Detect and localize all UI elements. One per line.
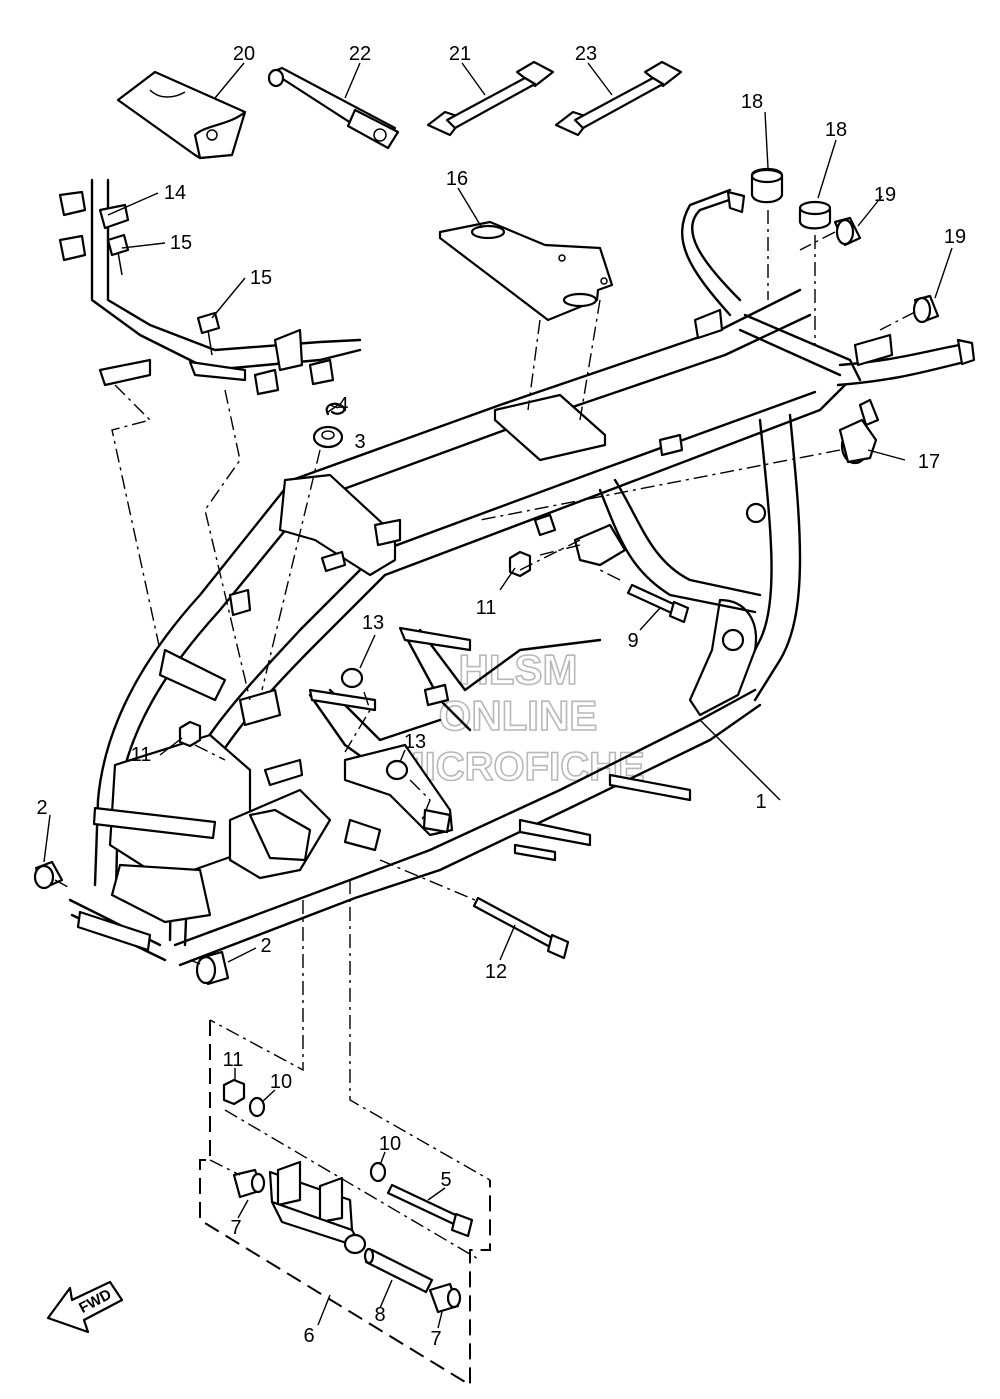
- callout-14: 14: [164, 182, 186, 204]
- callout-2a: 2: [36, 797, 47, 819]
- callout-23: 23: [575, 43, 597, 65]
- callout-8: 8: [374, 1304, 385, 1326]
- part-20-pouch: [116, 70, 247, 160]
- callout-16: 16: [446, 168, 468, 190]
- callout-18a: 18: [741, 91, 763, 113]
- watermark-line-1: HLSM: [459, 646, 578, 693]
- part-3-bearing: [312, 425, 344, 449]
- callout-7a: 7: [230, 1217, 241, 1239]
- part-18-grommet-a: [750, 167, 784, 204]
- part-19-cap-b: [912, 294, 940, 324]
- callout-labels: 20 22 21 23 16 18 18 19 19 17 14 15 15 4…: [36, 43, 966, 1350]
- callout-1: 1: [755, 791, 766, 813]
- callout-6: 6: [303, 1325, 314, 1347]
- callout-3: 3: [354, 431, 365, 453]
- callout-12: 12: [485, 961, 507, 983]
- part-2-cap-a: [33, 860, 64, 890]
- callout-21: 21: [449, 43, 471, 65]
- part-4-circlip: [325, 402, 346, 416]
- callout-11b: 11: [131, 744, 152, 766]
- callout-11c: 11: [223, 1049, 244, 1071]
- callout-20: 20: [233, 43, 255, 65]
- callout-9: 9: [627, 630, 638, 652]
- part-7-bushing-a: [232, 1168, 266, 1199]
- part-11-nut-c: [222, 1078, 246, 1106]
- part-15-bolt-b: [196, 311, 221, 356]
- part-9-bolt: [626, 583, 690, 624]
- callout-19a: 19: [874, 184, 896, 206]
- part-18-grommet-b: [798, 200, 832, 230]
- callout-2b: 2: [260, 935, 271, 957]
- part-13-damper-b: [385, 759, 409, 781]
- part-15-bolt-a: [106, 233, 130, 276]
- callout-17: 17: [918, 451, 940, 473]
- callout-4: 4: [337, 394, 348, 416]
- part-6-bracket: [268, 1160, 367, 1255]
- fwd-arrow: FWD: [46, 1280, 124, 1334]
- part-10-washer-b: [369, 1161, 387, 1183]
- callout-5: 5: [440, 1169, 451, 1191]
- callout-15a: 15: [170, 232, 192, 254]
- part-7-bushing-b: [428, 1282, 462, 1314]
- callout-15b: 15: [250, 267, 272, 289]
- part-8-collar: [363, 1247, 434, 1294]
- leader-lines: [43, 62, 953, 1329]
- part-11-nut-a: [508, 550, 532, 578]
- part-11-nut-b: [178, 720, 202, 748]
- callout-7b: 7: [430, 1328, 441, 1350]
- part-21-strap: [426, 60, 555, 137]
- part-17-clamp: [838, 398, 880, 465]
- callout-22: 22: [349, 43, 371, 65]
- part-13-damper-a: [340, 667, 364, 689]
- main-frame: [68, 188, 976, 967]
- callout-13b: 13: [404, 731, 426, 753]
- part-22-tool-tube: [267, 66, 400, 150]
- part-2-cap-b: [195, 950, 230, 986]
- assembly-outline: [199, 1020, 491, 1387]
- watermark-line-2: ONLINE: [439, 692, 598, 739]
- callout-11a: 11: [476, 597, 497, 619]
- callout-19b: 19: [944, 226, 966, 248]
- callout-13a: 13: [362, 612, 384, 634]
- part-10-washer-a: [248, 1096, 266, 1118]
- watermark: HLSM ONLINE MICROFICHE: [391, 645, 646, 790]
- part-23-strap: [554, 60, 683, 137]
- callout-18b: 18: [825, 119, 847, 141]
- dashed-guides: [54, 210, 916, 1261]
- part-14-bracket: [58, 178, 362, 396]
- part-16-plate: [438, 220, 614, 322]
- watermark-line-3: MICROFICHE: [391, 745, 644, 789]
- callout-10a: 10: [270, 1071, 292, 1093]
- part-5-bolt: [386, 1183, 474, 1238]
- part-19-cap-a: [833, 216, 862, 247]
- part-12-bolt: [472, 896, 570, 960]
- callout-10b: 10: [379, 1133, 401, 1155]
